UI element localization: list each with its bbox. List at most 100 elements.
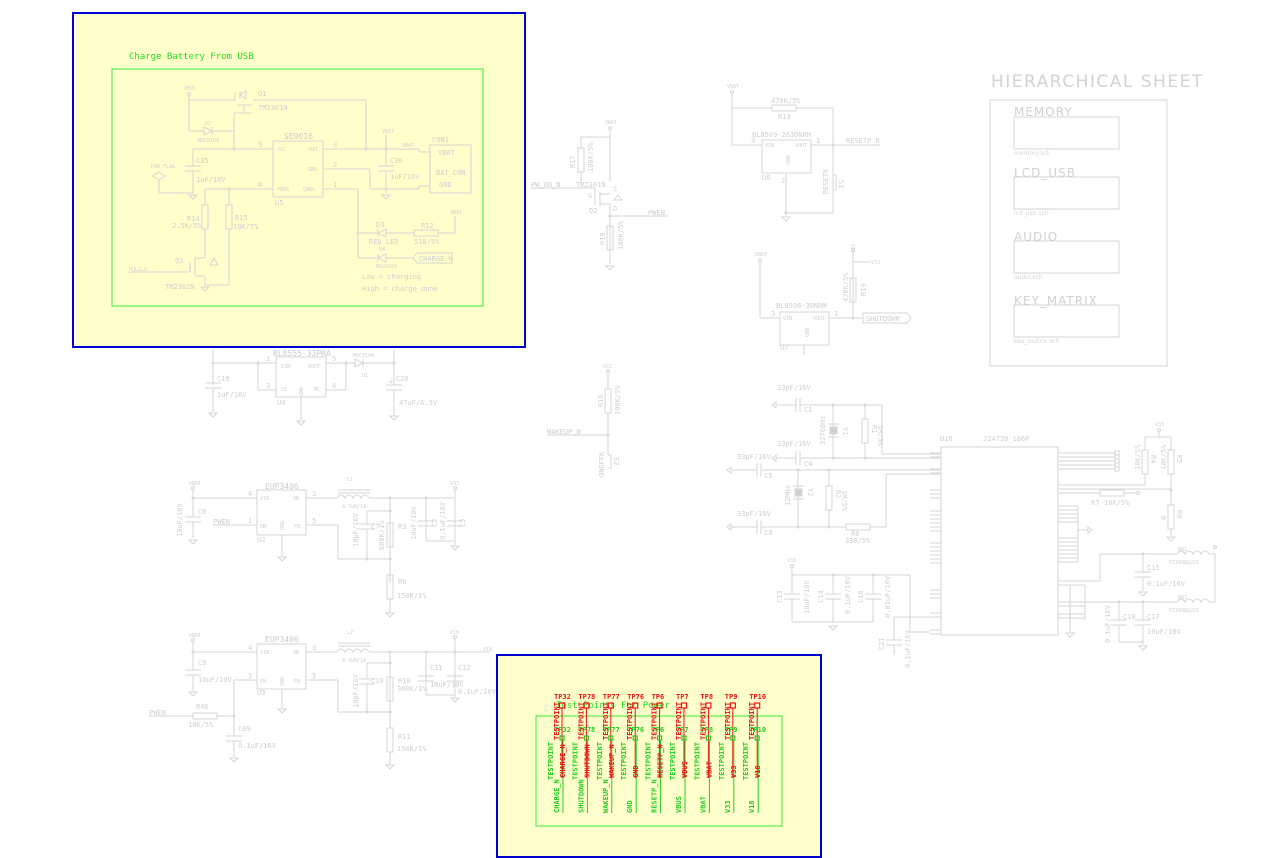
c2-capacitor[interactable]: C2 10uF/10V <box>410 505 439 540</box>
sheet-audio[interactable]: AUDIO audio.sch <box>1013 230 1120 281</box>
c9-capacitor[interactable]: C9 10uF/10V <box>185 659 233 691</box>
charger-highlight[interactable] <box>72 12 526 348</box>
testpoint-highlight[interactable] <box>496 654 822 858</box>
r1-resistor[interactable]: R1 1M/5% <box>861 418 884 447</box>
pwr-flag-icon <box>152 171 166 181</box>
c19-capacitor[interactable]: C19 1uF/16V <box>205 375 247 412</box>
q3-part: TM2302N <box>165 283 195 291</box>
l1-inductor[interactable]: L1 4.7uH/1A <box>336 477 370 510</box>
d4-diode[interactable]: D4 MSC0104 <box>358 247 413 270</box>
c3-capacitor[interactable]: C3 0.1uF/16V <box>439 501 467 540</box>
r16-resistor[interactable]: R16 100K/5% <box>597 385 622 415</box>
charge-n-port[interactable] <box>412 252 453 264</box>
b02-ferrite[interactable]: B02 PZ1608U221 <box>1169 547 1210 566</box>
buck2-pwen-net[interactable]: PWEN <box>149 709 166 717</box>
c4-capacitor[interactable]: 33pF/16V C4 <box>777 440 812 468</box>
testpoint-type-red: TESTPOINT <box>577 702 585 740</box>
c7-value: 10pF/16V <box>352 512 360 547</box>
pw-on-n-net[interactable]: PW_ON_N <box>531 181 561 189</box>
u2-buck-ic[interactable]: EUP3406 VIN SW EN GND FB U2 <box>256 482 307 544</box>
sheet-memory[interactable]: MEMORY memory.sch <box>1013 105 1120 157</box>
d2-diode[interactable]: D2 MSC0104 <box>189 121 234 144</box>
u7-supervisor-ic[interactable]: BL8506-30NRM VIN VOUT GND U7 <box>776 302 830 352</box>
y1-crystal[interactable]: 32768Hz Y1 <box>819 415 849 445</box>
r18-resistor[interactable]: R18 100K/5% <box>599 220 625 251</box>
sheet-key-matrix[interactable]: KEY_MATRIX key_matrix.sch <box>1013 294 1120 345</box>
r12-resistor[interactable]: R12 510/5% <box>413 216 456 246</box>
c10-capacitor[interactable]: C10 10pF/16V <box>352 673 384 712</box>
c13-capacitor[interactable]: C13 10uF/10V <box>776 575 811 622</box>
c14-capacitor[interactable]: C14 0.1uF/16V <box>817 575 852 622</box>
r1-value: 1M/5% <box>876 425 884 447</box>
d1-diode[interactable]: MSC0104 D1 <box>353 353 374 379</box>
pwen-net[interactable]: PWEN <box>648 209 665 217</box>
r4-resistor[interactable]: 10K/5% R4 <box>1134 437 1157 485</box>
testpoint-tp77[interactable]: TP77TP77TESTPOINTTESTPOINTWAKEUP_NWAKEUP… <box>596 693 620 813</box>
r2-resistor[interactable]: R2 1M/5% <box>825 485 848 512</box>
r6-resistor[interactable]: R6 150K/1% <box>386 574 427 600</box>
y2-crystal[interactable]: 12MHz Y2 <box>784 485 814 506</box>
wakeup-n-net[interactable]: WAKEUP_N <box>547 428 581 436</box>
c16-capacitor[interactable]: C16 0.01uF/16V <box>857 575 892 622</box>
r15-resistor[interactable]: R15 10K/5% <box>225 204 259 285</box>
u6-reset-ic[interactable]: BL8509-263DNRM VIN VOUT GND U6 <box>752 131 812 182</box>
q2-mosfet[interactable]: TM2301N G S D Q2 <box>576 181 624 215</box>
r5-resistor[interactable]: 10K/5% R5 <box>1160 437 1183 505</box>
c7-capacitor[interactable]: C7 10pF/16V <box>352 512 379 559</box>
sheet-lcd-usb[interactable]: LCD_USB lcd_usb.sch <box>1013 166 1120 217</box>
r8-resistor[interactable]: R8 330/5% <box>845 523 871 545</box>
con1-connector[interactable]: CON1 VBAT BAT_CON GND <box>429 136 472 194</box>
d3-led[interactable]: D3 RED LED <box>358 221 414 246</box>
c1-capacitor[interactable]: 33pF/16V C1 <box>777 384 812 414</box>
q3-mosfet[interactable]: PULSLA Q3 TM2302N <box>129 254 219 291</box>
y2-value: 12MHz <box>784 485 792 506</box>
c35-capacitor[interactable]: C35 1uF/16V <box>185 157 226 193</box>
r10-resistor[interactable]: R10 300K/1% <box>386 676 427 702</box>
b03-ferrite[interactable]: B03 PZ1608U221 <box>1169 595 1210 614</box>
c11-capacitor[interactable]: C11 10uF/10V <box>418 664 465 689</box>
testpoint-pad-green <box>559 735 565 741</box>
u18-soc[interactable]: U18 JZ4720_186P <box>940 435 1059 636</box>
r14-resistor[interactable]: R14 2.5K/5% <box>172 204 209 254</box>
c18-capacitor[interactable]: C18 0.1uF/16V <box>1104 604 1136 643</box>
r11-resistor[interactable]: R11 150K/1% <box>386 727 427 753</box>
s1-reset-switch[interactable]: RESETK S1 <box>822 168 845 194</box>
u5-charger-ic[interactable]: SE9016 VCC BAT GND PROG CHRG U5 <box>272 132 324 207</box>
svg-text:GND: GND <box>280 677 286 686</box>
resetp-n-net[interactable]: RESETP_N <box>846 137 880 145</box>
c8-capacitor[interactable]: 33pF/16V C8 <box>737 510 772 537</box>
c12-capacitor[interactable]: C12 0.1uF/16V <box>447 664 497 696</box>
c17-capacitor[interactable]: C17 10uF/10V <box>1135 613 1182 645</box>
r3-resistor[interactable]: R3 680K/1% <box>378 520 406 550</box>
r19-resistor[interactable]: 470K/5% R19 <box>842 272 868 303</box>
u3-buck-ic[interactable]: EUP3406 VIN SW EN GND FB U3 <box>256 635 307 697</box>
c21-capacitor[interactable]: C21 0.1uF/16V <box>878 629 912 668</box>
c5-capacitor[interactable]: 33pF/16V C5 <box>737 453 772 480</box>
c17-ref: C17 <box>1147 613 1160 621</box>
svg-text:FB: FB <box>294 679 300 685</box>
c36-capacitor[interactable]: C36 1uF/16V <box>378 157 420 193</box>
l2-inductor[interactable]: L2 4.7uH/1A <box>336 630 370 664</box>
buck1-pwen-net[interactable]: PWEN <box>213 518 230 526</box>
shutdown-port[interactable] <box>862 312 912 324</box>
testpoint-tp78[interactable]: TP78TP78TESTPOINTTESTPOINTSHUTDOWNSHUTDO… <box>571 693 595 813</box>
c6-capacitor[interactable]: C6 10uF/10V <box>176 502 206 538</box>
r11-ref: R11 <box>398 733 411 741</box>
q1-mosfet[interactable]: Q1 TM2301N <box>233 90 288 131</box>
r9-resistor[interactable]: 0 R9 <box>1160 504 1183 530</box>
testpoint-tp32[interactable]: TP32TP32TESTPOINTTESTPOINTCHARGE_NCHARGE… <box>547 693 571 813</box>
c69-capacitor[interactable]: C69 0.1uF/16V <box>226 725 277 757</box>
s2-onoff-switch[interactable]: ONOFFK S2 <box>598 451 620 477</box>
c20-capacitor[interactable]: + C20 47uF/6.3V <box>386 375 438 416</box>
r13-resistor[interactable]: 470K/5% R13 <box>771 97 801 121</box>
r17-resistor[interactable]: R17 100K/5% <box>569 137 595 188</box>
c15-capacitor[interactable]: C15 0.1uF/16V <box>1135 564 1186 591</box>
u4-ldo-ic[interactable]: BL8555-33PRA VIN VOUT CE GND NC U4 <box>273 349 331 407</box>
r7-ref: R7 <box>1091 499 1099 507</box>
